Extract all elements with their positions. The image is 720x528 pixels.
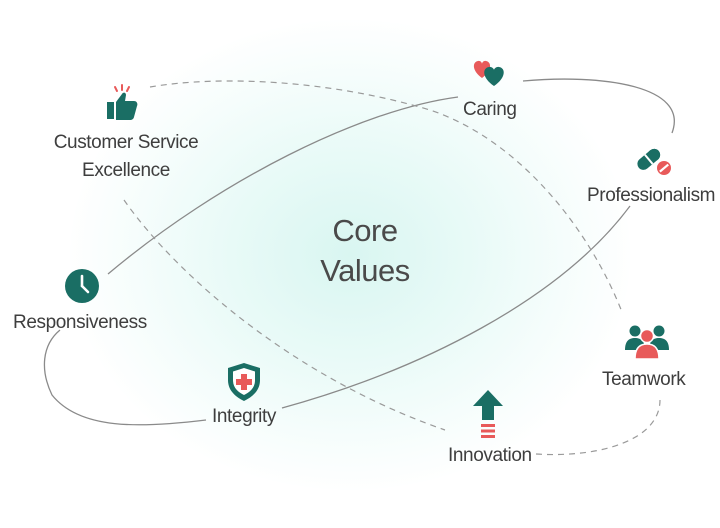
center-line2: Values [320,253,410,288]
center-line1: Core [332,213,398,248]
dashed-orbit [123,80,661,456]
customer-service-line2: Excellence [82,160,170,181]
up-arrow-icon [473,390,503,438]
solid-orbit [43,78,675,426]
value-label-caring: Caring [463,99,517,120]
value-label-teamwork: Teamwork [602,369,686,390]
value-label-responsiveness: Responsiveness [13,312,147,333]
value-label-customer-service: Customer Service Excellence [51,129,201,185]
pill-icon [637,148,671,175]
hearts-icon [473,60,504,86]
customer-service-line1: Customer Service [53,132,199,153]
value-label-innovation: Innovation [448,445,532,466]
thumbs-up-icon [107,84,138,120]
center-glow [70,20,630,490]
clock-icon [65,269,99,303]
value-label-professionalism: Professionalism [587,185,716,206]
center-title: Core Values [290,211,440,291]
team-icon [625,325,669,360]
value-label-integrity: Integrity [212,406,276,427]
shield-cross-icon [228,363,260,401]
